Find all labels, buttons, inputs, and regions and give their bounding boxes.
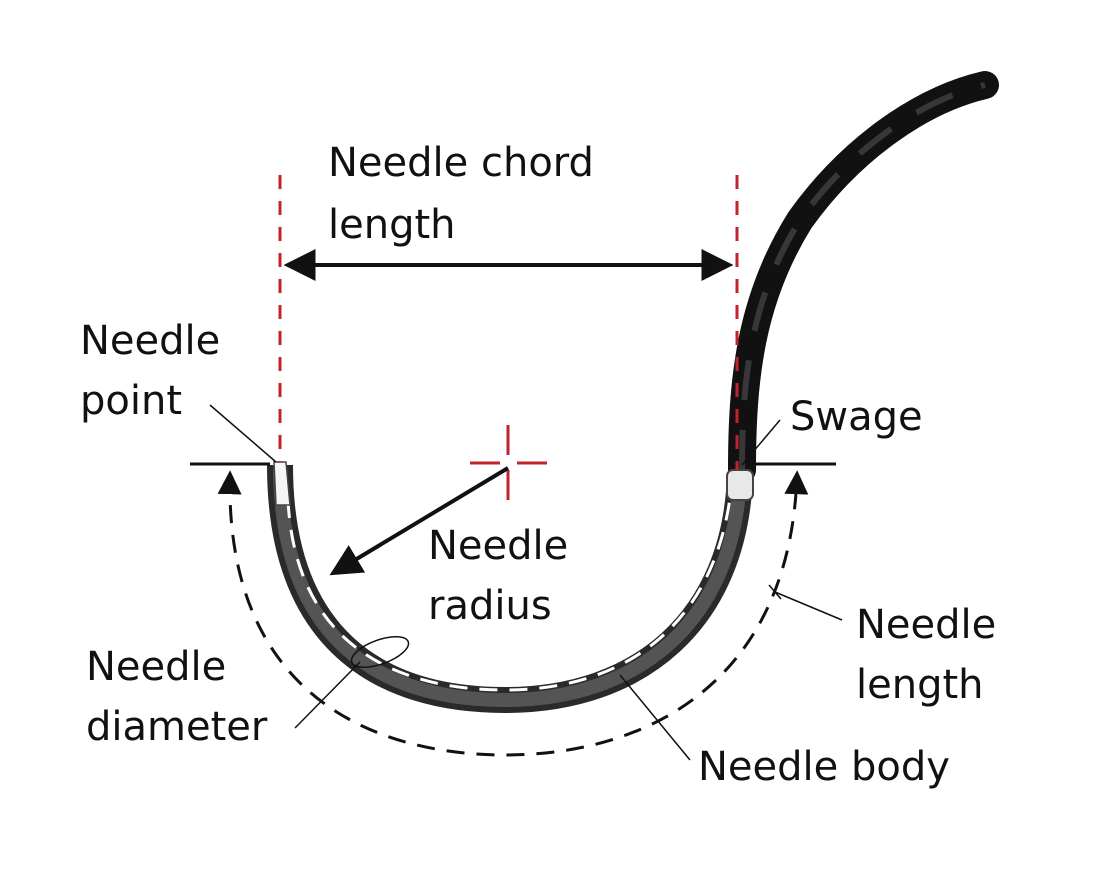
length-leader — [774, 591, 843, 621]
length-label-line2: length — [856, 662, 984, 708]
suture-thread — [728, 71, 999, 484]
swage-label: Swage — [790, 394, 923, 440]
point-label-line2: point — [80, 378, 182, 424]
radius-label-line1: Needle — [428, 523, 568, 569]
chord-label-line1: Needle chord — [328, 140, 594, 186]
point-leader — [209, 404, 277, 463]
chord-label-line2: length — [328, 202, 456, 248]
diameter-leader — [294, 661, 361, 729]
needle-center-cross — [470, 425, 547, 500]
diameter-ring — [350, 636, 410, 668]
body-leader — [619, 674, 691, 761]
diameter-label-line2: diameter — [86, 704, 268, 750]
point-label-line1: Needle — [80, 318, 220, 364]
diameter-label-line1: Needle — [86, 644, 226, 690]
length-label-line1: Needle — [856, 602, 996, 648]
swage-highlight — [726, 469, 754, 501]
radius-label-line2: radius — [428, 583, 552, 629]
swage-leader — [741, 419, 781, 466]
body-label: Needle body — [698, 744, 950, 790]
needle-body — [267, 461, 754, 714]
length-leader-tick — [768, 584, 782, 600]
